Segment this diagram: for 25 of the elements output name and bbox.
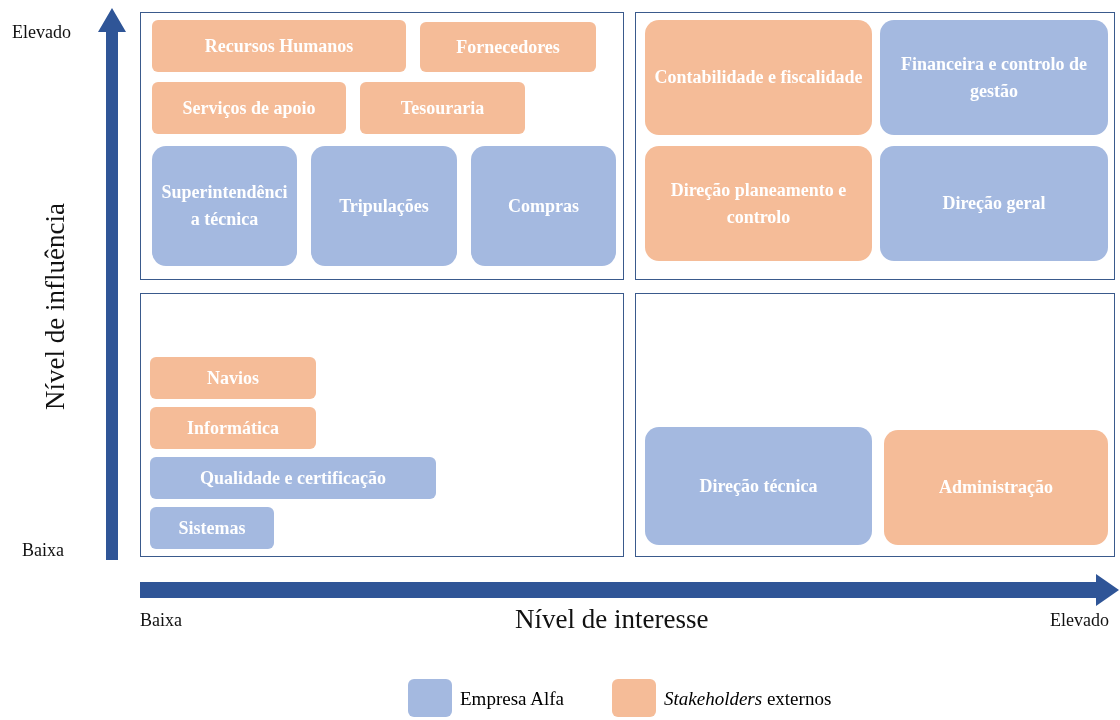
stakeholder-box: Financeira e controlo de gestão xyxy=(880,20,1108,135)
stakeholder-box: Qualidade e certificação xyxy=(150,457,436,499)
stakeholder-box: Fornecedores xyxy=(420,22,596,72)
stakeholder-box: Direção planeamento e controlo xyxy=(645,146,872,261)
stakeholder-box: Tripulações xyxy=(311,146,457,266)
stakeholder-box: Recursos Humanos xyxy=(152,20,406,72)
stakeholder-box: Superintendência técnica xyxy=(152,146,297,266)
stakeholder-box: Contabilidade e fiscalidade xyxy=(645,20,872,135)
axis-tick-label: Baixa xyxy=(140,610,182,631)
stakeholder-box: Administração xyxy=(884,430,1108,545)
stakeholder-box: Sistemas xyxy=(150,507,274,549)
stakeholder-box: Informática xyxy=(150,407,316,449)
axis-title: Nível de influência xyxy=(40,203,71,410)
axis-title: Nível de interesse xyxy=(515,604,709,635)
axis-tick-label: Elevado xyxy=(12,22,71,43)
stakeholder-box: Direção técnica xyxy=(645,427,872,545)
axis-tick-label: Elevado xyxy=(1050,610,1109,631)
stakeholder-box: Compras xyxy=(471,146,616,266)
legend-label: Empresa Alfa xyxy=(460,688,564,710)
stakeholder-box: Serviços de apoio xyxy=(152,82,346,134)
stakeholder-box: Tesouraria xyxy=(360,82,525,134)
stakeholder-box: Navios xyxy=(150,357,316,399)
axis-tick-label: Baixa xyxy=(22,540,64,561)
legend-label: Stakeholders externos xyxy=(664,688,832,710)
stakeholder-box: Direção geral xyxy=(880,146,1108,261)
